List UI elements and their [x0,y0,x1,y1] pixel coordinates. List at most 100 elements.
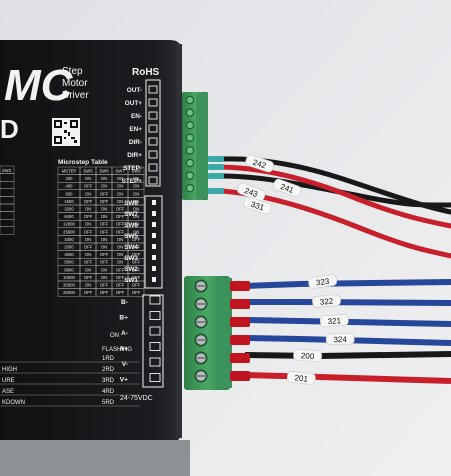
microstep-cell: ON [117,199,123,204]
brand-logo-text: MC [4,61,74,110]
microstep-cell: ON [117,245,123,250]
microstep-cell: 25000 [63,290,75,295]
dip-switch [152,233,156,238]
cable-marker: 323 [308,274,338,289]
signal-port-label: DIR- [129,139,142,146]
alarm-on-label: ON [110,333,119,339]
logo-fragment: D [0,114,19,144]
cable-marker-number: 322 [319,296,334,306]
black-signal-wire-2 [219,173,451,208]
microstep-cell: ON [101,176,107,181]
signal-port-label: EN- [131,113,142,120]
cable-marker-number: 200 [301,351,315,361]
voltage-rating: 24-75VDC [120,395,153,402]
alarm-description: URE [2,378,15,384]
microstep-cell: ON [133,229,139,234]
blue-motor-wire-2 [245,299,451,306]
power-pin-diagram [142,294,164,388]
cable-marker-number: 321 [327,316,341,326]
cable-marker: 201 [286,371,316,385]
microstep-cell: ON [133,176,139,181]
microstep-cell: 6400 [64,214,74,219]
microstep-cell: 400 [66,184,74,189]
power-port-label: B- [121,299,128,306]
black-power-wire [244,351,451,360]
wire-ferrule [230,353,250,363]
cable-marker: 242 [245,154,274,173]
wire-ferrule [230,335,250,345]
cable-marker-number: 243 [243,186,259,199]
stepper-driver: MC Step Motor Driver RoHS D Microstep Ta… [0,40,190,476]
power-port-label: A- [121,330,128,337]
alarm-description: ASE [2,389,14,395]
alarm-code: 5RD [102,400,115,406]
microstep-cell: OFF [84,229,93,234]
microstep-cell: ON [85,283,91,288]
wire-ferrule [230,281,250,291]
microstep-cell: ON [85,222,91,227]
microstep-cell: ON [101,207,107,212]
dip-switch-label: SW4 [124,244,138,251]
wire-ferrule [208,188,224,194]
cable-marker: 321 [319,314,349,328]
microstep-cell: OFF [100,260,109,265]
microstep-cell: ON [133,199,139,204]
cable-marker-number: 331 [250,200,266,213]
cable-marker-number: 324 [333,335,347,344]
power-port-label: B+ [119,315,128,322]
microstep-cell: OFF [84,199,93,204]
microstep-cell: OFF [116,275,125,280]
signal-port-label: EN+ [129,126,142,133]
signal-pin-diagram [145,79,161,187]
cable-marker-number: 241 [279,182,295,195]
microstep-cell: OFF [132,252,141,257]
dip-switch [152,211,156,216]
microstep-cell: ON [101,184,107,189]
cable-marker-number: 323 [315,277,330,288]
microstep-cell: ON [117,176,123,181]
microstep-cell: OFF [84,260,93,265]
microstep-cell: OFF [132,267,141,272]
signal-port-label: STEP+ [122,178,143,185]
dip-switch-label: SW1 [124,277,138,284]
cable-marker: 331 [243,196,272,215]
microstep-cell: ON [101,245,107,250]
microstep-cell: 20000 [63,283,75,288]
microstep-cell: ON [117,237,123,242]
microstep-cell: OFF [84,290,93,295]
brand-subtitle-line-1: Step [62,66,83,77]
microstep-cell: ON [85,176,91,181]
cable-marker-number: 201 [294,373,309,383]
microstep-cell: 8000 [64,267,74,272]
microstep-table-title: Microstep Table [58,159,108,166]
dip-switch-label: SW6 [124,222,138,229]
microstep-cell: OFF [132,283,141,288]
microstep-cell: 200 [66,176,74,181]
wire-ferrule [230,371,250,381]
dip-switch-label: SW7 [124,211,138,218]
microstep-cell: OFF [132,260,141,265]
microstep-cell: OFF [132,237,141,242]
cable-marker-number: 242 [252,158,268,171]
brand-subtitle-line-3: Driver [62,90,89,101]
current-table-header: SW3 [2,168,12,173]
microstep-cell: 3200 [64,207,74,212]
microstep-header-cell: SW7 [115,169,125,174]
cable-marker: 322 [312,294,341,308]
microstep-cell: ON [101,214,107,219]
microstep-header-cell: SW8 [131,169,141,174]
signal-port-label: OUT+ [125,100,142,107]
microstep-cell: OFF [100,252,109,257]
blue-motor-wire-3 [244,317,451,327]
microstep-cell: 4000 [64,252,74,257]
dip-switch-label: SW3 [124,255,138,262]
power-port-label: A+ [119,346,128,353]
dip-switch [152,255,156,260]
microstep-cell: ON [133,214,139,219]
cable-marker: 200 [293,348,322,362]
current-table-fragment: SW3 [0,165,15,235]
dip-switch-block [144,195,163,289]
microstep-cell: 1000 [64,237,74,242]
